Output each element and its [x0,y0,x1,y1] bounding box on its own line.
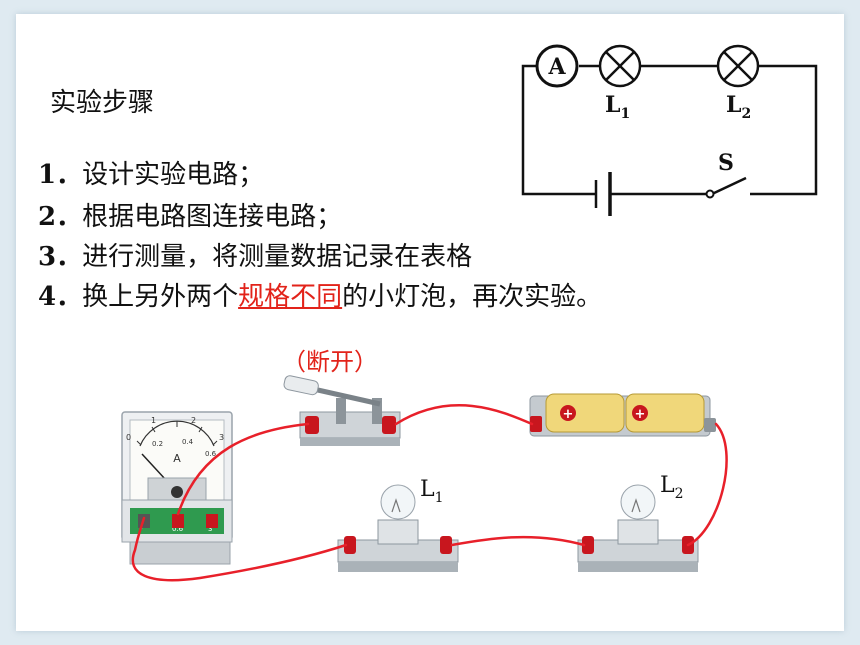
switch-blade [711,176,747,196]
circuit-schematic [521,64,818,216]
schematic-s-label: S [718,150,734,176]
page-title: 实验步骤 [50,88,155,118]
terminal-label: 3 [208,525,212,533]
lamp-1-symbol [598,44,642,88]
highlight-text: 规格不同 [238,282,343,312]
lamp-holder-2 [577,484,699,572]
scale-label: 0 [126,433,131,442]
step-1: 1．设计实验电路； [38,160,265,190]
scale-label: 2 [191,416,196,425]
ammeter-device: 0 1 2 3 0.2 0.4 0.6 A - 0.6 3 [121,411,233,565]
battery-plus-sign: + [563,407,574,422]
lamp-2-symbol [716,44,760,88]
battery-holder: + + [529,393,716,437]
photo-l2-label: L2 [660,473,684,502]
switch-pivot [705,189,715,199]
scale-label: 3 [219,433,224,442]
ammeter-letter: A [547,54,566,80]
step-4: 4．换上另外两个规格不同的小灯泡，再次实验。 [38,282,603,312]
schematic-l2-label: L2 [726,92,751,122]
scale-label: 0.4 [182,438,194,446]
ammeter-unit: A [173,452,181,465]
switch-open-note: （断开） [282,348,378,376]
scale-label: 1 [151,416,156,425]
terminal-label: 0.6 [172,525,184,533]
scale-label: 0.2 [152,440,163,448]
schematic-l1-label: L1 [605,92,630,122]
step-2: 2．根据电路图连接电路； [38,202,343,232]
wires [131,404,728,582]
battery-plus-sign: + [635,407,646,422]
scale-label: 0.6 [205,450,217,458]
lamp-holder-1 [337,484,459,572]
step-3: 3．进行测量，将测量数据记录在表格 [38,242,473,272]
photo-l1-label: L1 [420,477,444,506]
ammeter-symbol: A [535,44,579,88]
knife-switch [283,375,401,446]
